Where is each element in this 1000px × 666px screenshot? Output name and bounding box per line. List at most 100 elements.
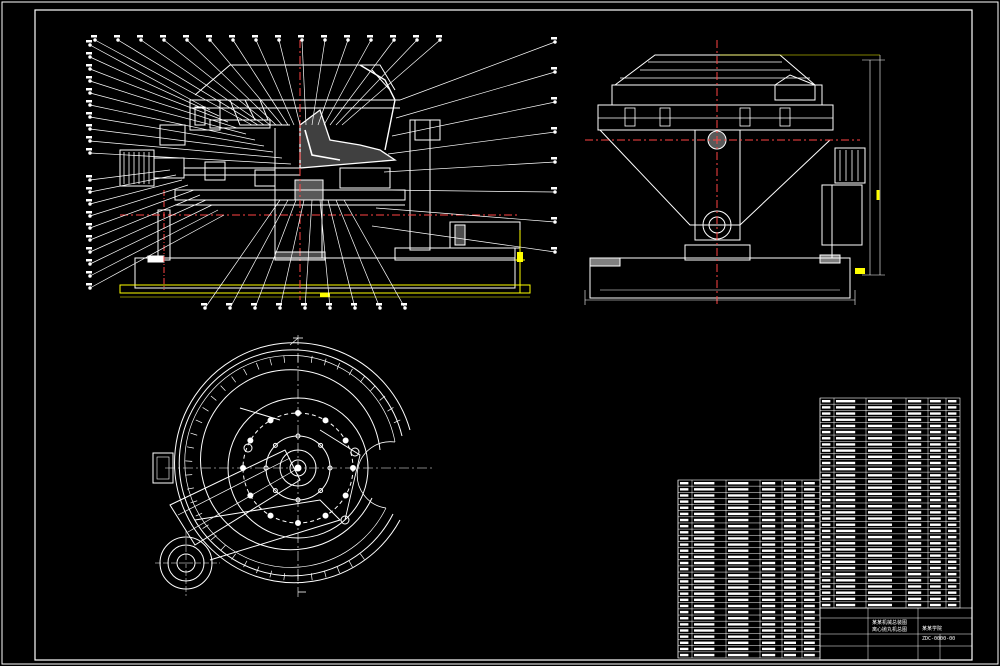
bom-cell-mark <box>822 418 831 421</box>
leader-dot <box>208 38 212 42</box>
bom-cell-mark <box>784 531 796 534</box>
bom-cell-mark <box>822 406 831 409</box>
bom-cell-mark <box>930 480 941 483</box>
leader-dot <box>88 226 92 230</box>
ring-tick <box>195 419 203 424</box>
leader-dot <box>88 202 92 206</box>
leader-line <box>335 199 381 309</box>
part-number-mark <box>298 35 304 38</box>
leader-line <box>89 104 256 141</box>
bom-cell-mark <box>784 592 796 595</box>
bom-cell-mark <box>836 505 856 508</box>
leader-dot <box>369 38 373 42</box>
bom-cell-mark <box>784 488 796 491</box>
bom-cell-mark <box>784 506 796 509</box>
bom-cell-mark <box>728 586 749 589</box>
bom-cell-mark <box>784 647 796 651</box>
leader-line <box>89 169 171 181</box>
ring-tick <box>243 560 248 568</box>
leader-line <box>89 189 195 229</box>
bom-cell-mark <box>930 523 941 526</box>
leader-line <box>311 39 326 126</box>
bom-cell-mark <box>680 641 689 644</box>
leader-line <box>278 39 301 126</box>
leader-line <box>327 199 356 309</box>
bom-cell-mark <box>784 610 796 614</box>
bom-cell-mark <box>762 524 776 528</box>
ring-tick <box>324 570 327 578</box>
bom-cell-mark <box>694 549 715 552</box>
bom-cell-mark <box>868 603 892 607</box>
leader-dot <box>277 38 281 42</box>
bom-cell-mark <box>784 586 796 589</box>
bom-cell-mark <box>930 603 941 607</box>
bom-cell-mark <box>804 635 815 638</box>
bom-cell-mark <box>948 449 957 452</box>
bom-cell-mark <box>908 406 922 409</box>
bom-cell-mark <box>868 455 892 458</box>
bom-cell-mark <box>680 555 689 559</box>
bom-cell-mark <box>804 524 815 528</box>
part-number-mark <box>86 199 92 202</box>
bom-cell-mark <box>836 529 856 533</box>
bom-cell-mark <box>680 537 689 540</box>
leader-dot <box>553 250 557 254</box>
bom-cell-mark <box>822 461 831 465</box>
bom-cell-mark <box>948 461 957 465</box>
bom-cell-mark <box>762 555 776 559</box>
bom-cell-mark <box>908 437 922 440</box>
bom-cell-mark <box>762 617 776 620</box>
leader-line <box>399 41 556 101</box>
bom-cell-mark <box>822 498 831 502</box>
bom-cell-mark <box>948 480 957 483</box>
part-number-mark <box>551 157 557 160</box>
leader-dot <box>553 70 557 74</box>
bom-cell-mark <box>784 512 796 516</box>
bom-cell-mark <box>948 572 957 576</box>
sheet-inner-border <box>34 9 973 661</box>
part-number-mark <box>86 64 92 67</box>
bom-cell-mark <box>680 561 689 565</box>
bom-cell-mark <box>762 543 776 546</box>
leader-line <box>89 194 201 241</box>
bom-cell-mark <box>822 430 831 434</box>
bom-cell-mark <box>804 617 815 620</box>
bom-cell-mark <box>930 455 941 458</box>
ring-tick <box>195 512 203 517</box>
ring-tick <box>348 368 353 376</box>
bom-cell-mark <box>908 603 922 607</box>
bom-cell-mark <box>822 511 831 514</box>
bom-cell-mark <box>908 455 922 458</box>
bom-cell-mark <box>680 598 689 602</box>
leader-dot <box>88 55 92 59</box>
bom-cell-mark <box>762 506 776 509</box>
bom-cell-mark <box>836 579 856 582</box>
leader-line <box>323 39 372 126</box>
leader-dot <box>88 139 92 143</box>
bom-cell-mark <box>784 537 796 540</box>
bom-cell-mark <box>930 560 941 563</box>
bom-cell-mark <box>836 430 856 434</box>
bolt-hole <box>322 417 329 424</box>
bom-cell-mark <box>680 586 689 589</box>
bom-cell-mark <box>804 512 815 516</box>
bom-cell-mark <box>762 604 776 608</box>
leader-line <box>391 101 556 137</box>
bom-cell-mark <box>694 610 715 614</box>
bom-cell-mark <box>728 641 749 644</box>
bom-cell-mark <box>822 585 831 588</box>
title-block: 某某机械总装图 离心抛丸机总图 ZDC-0000-00 某某学院 <box>872 619 955 642</box>
bom-cell-mark <box>784 635 796 638</box>
bolt-hole <box>322 512 329 519</box>
bom-cell-mark <box>868 467 892 471</box>
bom-cell-mark <box>948 474 957 477</box>
bom-cell-mark <box>728 623 749 626</box>
bom-cell-mark <box>836 566 856 570</box>
part-number-mark <box>551 247 557 250</box>
ring-tick <box>210 535 217 541</box>
bom-cell-mark <box>762 580 776 583</box>
bom-cell-mark <box>694 531 715 534</box>
part-number-mark <box>413 35 419 38</box>
part-number-mark <box>351 303 357 306</box>
